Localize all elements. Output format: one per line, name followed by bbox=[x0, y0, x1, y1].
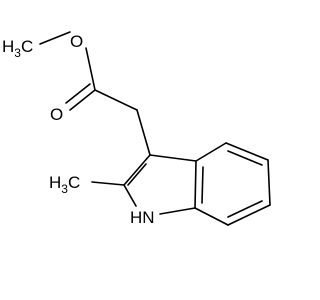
bond-c3a-c7a bbox=[194, 160, 197, 209]
bond-c3a-c7a-inner bbox=[201, 166, 204, 204]
bond-methoxy-c-o bbox=[39, 31, 71, 45]
bond-c3-c2 bbox=[123, 154, 151, 186]
bond-carbonyl-ch2 bbox=[94, 89, 138, 111]
bond-c3-c3a bbox=[149, 154, 197, 162]
bond-c3-c2-inner bbox=[127, 163, 147, 186]
bond-c7-c7a bbox=[194, 207, 229, 226]
bond-ch2-c3 bbox=[136, 109, 151, 156]
chemical-structure-diagram: H3C O O H3C HN bbox=[2, 31, 271, 227]
bond-c2-methyl bbox=[91, 181, 125, 186]
atom-methyl-carbon: H3C bbox=[49, 173, 80, 196]
atom-carbonyl-oxygen: O bbox=[50, 105, 63, 124]
bond-carbonyl-double-2 bbox=[65, 83, 91, 104]
atom-indole-nitrogen: HN bbox=[130, 208, 155, 227]
bond-c3a-c4 bbox=[195, 142, 227, 162]
bond-c6-c7-inner bbox=[227, 200, 263, 218]
bond-c6-c7 bbox=[227, 204, 271, 226]
bond-c5-c6 bbox=[267, 159, 271, 206]
bond-n1-c7a bbox=[159, 207, 196, 215]
bond-o-carbonyl-c bbox=[85, 47, 96, 91]
bond-carbonyl-double-1 bbox=[69, 89, 96, 111]
bond-c4-c5-inner bbox=[227, 150, 263, 166]
atom-ester-oxygen: O bbox=[70, 32, 83, 51]
atom-methoxy-carbon: H3C bbox=[2, 37, 33, 60]
bond-c2-n1 bbox=[123, 184, 137, 207]
bond-c4-c5 bbox=[225, 142, 269, 161]
